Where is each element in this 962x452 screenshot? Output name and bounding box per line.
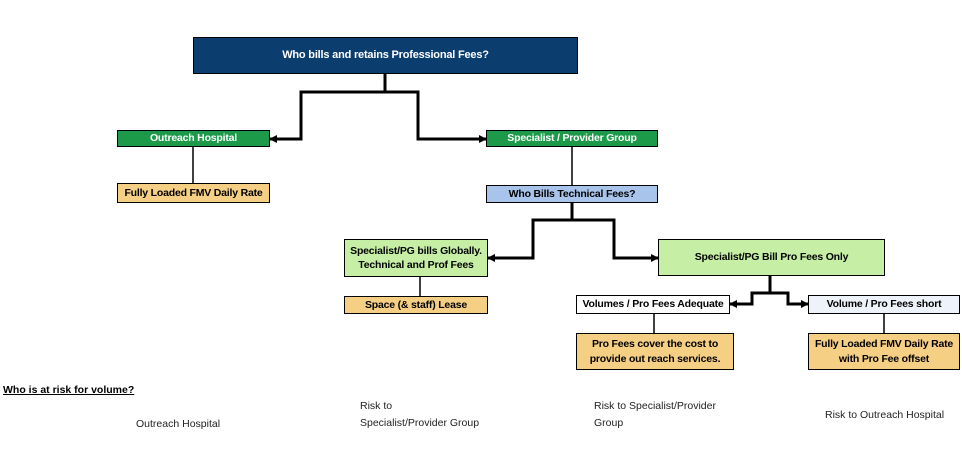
connector-profees-to-short (770, 291, 809, 308)
risk-section-title: Who is at risk for volume? (3, 384, 135, 396)
risk-col-outreach-short: Risk to Outreach Hospital (825, 409, 945, 421)
fully-loaded-offset-label: Fully Loaded FMV Daily Rate with Pro Fee… (814, 338, 954, 365)
volumes-adequate-label: Volumes / Pro Fees Adequate (582, 298, 724, 311)
space-lease-label: Space (& staff) Lease (364, 298, 467, 311)
bills-globally-box: Specialist/PG bills Globally. Technical … (344, 239, 488, 277)
space-lease-box: Space (& staff) Lease (344, 296, 488, 314)
connector-technical-to-profees (572, 218, 659, 262)
outreach-hospital-box: Outreach Hospital (117, 130, 270, 147)
bill-pro-fees-only-label: Specialist/PG Bill Pro Fees Only (694, 251, 849, 264)
risk-col-outreach-hospital: Outreach Hospital (136, 418, 221, 430)
volume-short-box: Volume / Pro Fees short (808, 295, 960, 314)
pro-fees-cover-label: Pro Fees cover the cost to provide out r… (589, 338, 721, 365)
who-bills-technical-box: Who Bills Technical Fees? (486, 185, 658, 203)
fully-loaded-offset-box: Fully Loaded FMV Daily Rate with Pro Fee… (808, 333, 960, 370)
who-bills-technical-label: Who Bills Technical Fees? (508, 187, 636, 200)
root-question-box: Who bills and retains Professional Fees? (193, 37, 578, 74)
outreach-hospital-label: Outreach Hospital (149, 132, 238, 145)
bill-pro-fees-only-box: Specialist/PG Bill Pro Fees Only (658, 239, 885, 276)
root-question-label: Who bills and retains Professional Fees? (282, 49, 489, 62)
volumes-adequate-box: Volumes / Pro Fees Adequate (576, 295, 730, 314)
risk-col-specialist-adequate: Risk to Specialist/Provider Group (594, 400, 716, 430)
fully-loaded-rate-label: Fully Loaded FMV Daily Rate (124, 186, 263, 199)
bills-globally-label: Specialist/PG bills Globally. Technical … (350, 244, 482, 271)
connector-root-to-outreach (269, 74, 387, 143)
fully-loaded-rate-box: Fully Loaded FMV Daily Rate (117, 183, 270, 203)
risk-col-specialist-global: Risk to Specialist/Provider Group (360, 400, 480, 430)
pro-fees-cover-box: Pro Fees cover the cost to provide out r… (576, 333, 734, 370)
volume-short-label: Volume / Pro Fees short (826, 298, 942, 311)
connector-profees-to-adequate (729, 276, 772, 308)
specialist-group-box: Specialist / Provider Group (486, 130, 658, 147)
connector-root-to-specialist (385, 90, 487, 143)
specialist-group-label: Specialist / Provider Group (507, 132, 637, 145)
connector-technical-to-global (487, 203, 574, 262)
